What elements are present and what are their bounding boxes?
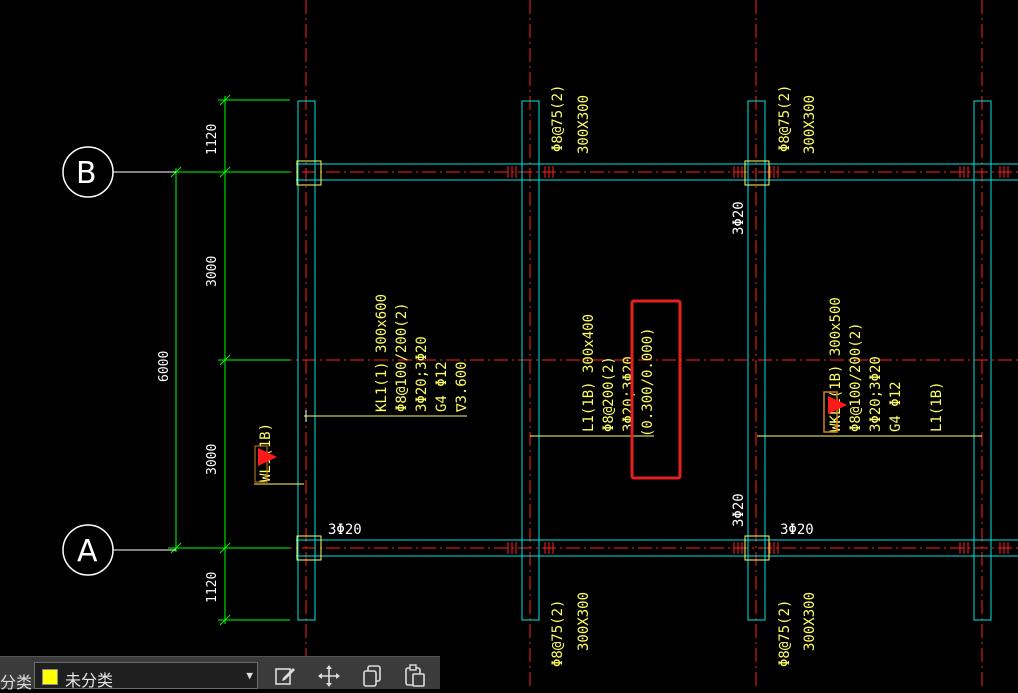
- axis-bubble-a[interactable]: A: [62, 524, 176, 576]
- wkl-line4: G4 Φ12: [888, 381, 904, 432]
- grid-axes: [230, 0, 1018, 688]
- axis-label-b: B: [76, 156, 97, 191]
- dim-span-upper: 3000: [205, 256, 220, 287]
- copy-icon: [363, 665, 381, 687]
- col-bot2-stirrup[interactable]: Φ8@75(2): [550, 600, 566, 667]
- dim-span-lower: 3000: [205, 444, 220, 475]
- col-bot3-size[interactable]: 300X300: [802, 592, 818, 651]
- l1-line3: 3Φ20;3Φ20: [621, 356, 637, 432]
- kl1-annotation[interactable]: KL1(1) 300x600 Φ8@100/200(2) 3Φ20;3Φ20 G…: [374, 294, 470, 413]
- columns: [296, 160, 770, 561]
- paste-button[interactable]: [402, 663, 428, 689]
- dim-outer-bottom: 1120: [205, 572, 220, 603]
- dim-outer-top: 1120: [205, 124, 220, 155]
- wkl-line3: 3Φ20;3Φ20: [868, 356, 884, 432]
- rebar-ticks: [507, 166, 1009, 554]
- flag-icon[interactable]: [823, 391, 847, 433]
- bottom-toolbar: 分类 未分类 ▼: [0, 656, 440, 692]
- rebar-bottom-left[interactable]: 3Φ20: [328, 522, 362, 538]
- wkl-annotation[interactable]: WKL1(1B) 300x500 Φ8@100/200(2) 3Φ20;3Φ20…: [828, 297, 904, 432]
- l1-line2: Φ8@200(2): [601, 356, 617, 432]
- rebar-vertical-lower[interactable]: 3Φ20: [731, 493, 747, 527]
- move-button[interactable]: [316, 663, 342, 689]
- vertical-beams: [297, 100, 992, 621]
- kl1-line4: G4 Φ12: [434, 361, 450, 412]
- toolbar-prefix-text: 分类: [0, 675, 33, 692]
- dimension-lines: [168, 94, 290, 626]
- paste-icon: [405, 664, 425, 687]
- rebar-vertical-upper[interactable]: 3Φ20: [731, 201, 747, 235]
- offset-note: (0.300/0.000): [640, 327, 656, 437]
- col-top3-size[interactable]: 300X300: [802, 95, 818, 154]
- layer-select[interactable]: 未分类 ▼: [34, 662, 258, 690]
- kl1-line5: ∇3.600: [454, 361, 470, 413]
- kl1-line3: 3Φ20;3Φ20: [414, 336, 430, 412]
- edit-button[interactable]: [272, 663, 298, 689]
- kl1-line2: Φ8@100/200(2): [394, 302, 410, 412]
- axis-bubble-b[interactable]: B: [62, 146, 176, 198]
- edit-icon: [275, 668, 295, 685]
- highlight-box: [630, 299, 682, 480]
- flag-icon[interactable]: [254, 445, 277, 483]
- layer-name: 未分类: [65, 673, 114, 690]
- col-top2-stirrup[interactable]: Φ8@75(2): [550, 85, 566, 152]
- dim-total: 6000: [157, 351, 172, 382]
- copy-button[interactable]: [360, 663, 386, 689]
- chevron-down-icon[interactable]: ▼: [246, 669, 253, 682]
- rebar-bottom-mid[interactable]: 3Φ20: [780, 522, 814, 538]
- kl1-line1: KL1(1) 300x600: [374, 294, 390, 412]
- col-bot2-size[interactable]: 300X300: [576, 592, 592, 651]
- l1-center-annotation[interactable]: L1(1B) 300x400 Φ8@200(2) 3Φ20;3Φ20 (0.30…: [581, 314, 656, 437]
- l1-far-label[interactable]: L1(1B): [929, 381, 945, 432]
- move-icon: [318, 665, 340, 687]
- col-bot3-stirrup[interactable]: Φ8@75(2): [777, 600, 793, 667]
- col-top3-stirrup[interactable]: Φ8@75(2): [777, 85, 793, 152]
- axis-label-a: A: [77, 534, 98, 569]
- l1-line1: L1(1B) 300x400: [581, 314, 597, 432]
- layer-color-swatch: [42, 669, 58, 685]
- wkl-line2: Φ8@100/200(2): [848, 322, 864, 432]
- horizontal-beams: [296, 163, 1018, 557]
- col-top2-size[interactable]: 300X300: [576, 95, 592, 154]
